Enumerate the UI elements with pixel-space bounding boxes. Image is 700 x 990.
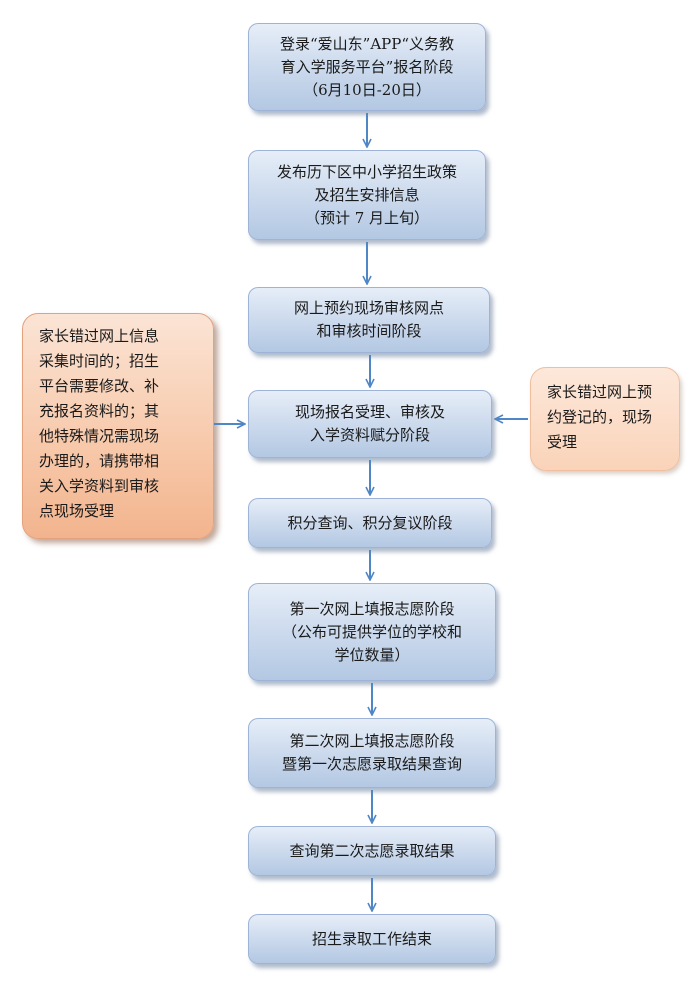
- step-line: 现场报名受理、审核及: [294, 403, 445, 421]
- note-line: 受理: [547, 433, 578, 451]
- step-line: 和审核时间阶段: [316, 322, 422, 340]
- step-line: （公布可提供学位的学校和: [281, 622, 462, 641]
- step-line: 查询第二次志愿录取结果: [289, 841, 455, 860]
- step-line: 招生录取工作结束: [311, 929, 432, 948]
- step-online-appointment: 网上预约现场审核网点 和审核时间阶段: [248, 287, 490, 353]
- step-points-query: 积分查询、积分复议阶段: [248, 498, 492, 548]
- step-line: 入学资料赋分阶段: [309, 426, 430, 444]
- note-line: 家长错过网上预: [547, 383, 653, 401]
- step-second-result: 查询第二次志愿录取结果: [248, 826, 496, 876]
- step-line: 暨第一次志愿录取结果查询: [281, 755, 462, 773]
- step-line: 第二次网上填报志愿阶段: [289, 732, 455, 750]
- step-line: 第一次网上填报志愿阶段: [289, 599, 455, 618]
- note-line: 采集时间的；招生: [39, 352, 160, 370]
- note-line: 他特殊情况需现场: [39, 427, 160, 445]
- step-line: 及招生安排信息: [314, 185, 420, 204]
- step-onsite-registration: 现场报名受理、审核及 入学资料赋分阶段: [248, 390, 492, 458]
- step-second-application: 第二次网上填报志愿阶段 暨第一次志愿录取结果查询: [248, 718, 496, 788]
- step-first-application: 第一次网上填报志愿阶段 （公布可提供学位的学校和 学位数量）: [248, 583, 496, 681]
- note-line: 家长错过网上信息: [39, 327, 160, 345]
- note-missed-appointment: 家长错过网上预 约登记的，现场 受理: [530, 367, 680, 471]
- step-line: 登录“爱山东”APP“义务教: [279, 34, 455, 53]
- note-line: 平台需要修改、补: [39, 377, 160, 395]
- step-line: （预计 7 月上旬）: [304, 208, 430, 227]
- note-line: 关入学资料到审核: [39, 477, 160, 495]
- step-line: 网上预约现场审核网点: [293, 299, 444, 317]
- step-line: （6月10日-20日）: [303, 80, 431, 99]
- note-line: 办理的，请携带相: [39, 452, 160, 470]
- step-publish-policy: 发布历下区中小学招生政策 及招生安排信息 （预计 7 月上旬）: [248, 150, 486, 240]
- note-missed-info-collection: 家长错过网上信息 采集时间的；招生 平台需要修改、补 充报名资料的；其 他特殊情…: [22, 313, 214, 539]
- note-line: 点现场受理: [39, 502, 115, 520]
- step-enrollment-end: 招生录取工作结束: [248, 914, 496, 964]
- step-line: 发布历下区中小学招生政策: [276, 162, 457, 181]
- step-line: 积分查询、积分复议阶段: [287, 513, 453, 532]
- step-register-app: 登录“爱山东”APP“义务教 育入学服务平台”报名阶段 （6月10日-20日）: [248, 23, 486, 111]
- note-line: 充报名资料的；其: [39, 402, 160, 420]
- step-line: 学位数量）: [334, 645, 410, 664]
- step-line: 育入学服务平台”报名阶段: [280, 57, 454, 76]
- note-line: 约登记的，现场: [547, 408, 653, 426]
